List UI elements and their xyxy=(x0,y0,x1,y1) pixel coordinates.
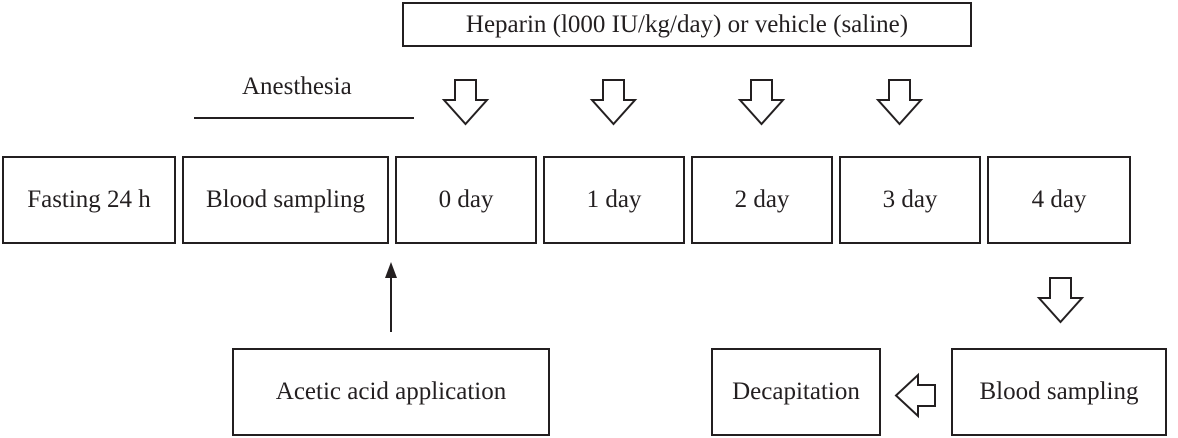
acetic-acid-arrowhead xyxy=(385,262,397,278)
anesthesia-label: Anesthesia xyxy=(242,73,352,100)
dose-arrow-day-3 xyxy=(875,79,924,126)
dose-arrow-day-0 xyxy=(441,79,490,126)
step-label: 3 day xyxy=(882,186,938,213)
followup-arrow-down xyxy=(1036,277,1085,324)
step-label: Blood sampling xyxy=(205,186,366,213)
step-day-0: 0 day xyxy=(395,156,537,244)
step-fasting: Fasting 24 h xyxy=(2,156,176,244)
step-label: 4 day xyxy=(1031,186,1087,213)
step-blood-sampling: Blood sampling xyxy=(182,156,389,244)
treatment-box: Heparin (l000 IU/kg/day) or vehicle (sal… xyxy=(402,2,972,47)
step-label: 1 day xyxy=(586,186,642,213)
followup-arrow-left xyxy=(894,372,936,419)
step-label: 2 day xyxy=(734,186,790,213)
treatment-label: Heparin (l000 IU/kg/day) or vehicle (sal… xyxy=(465,10,909,38)
step-label: Fasting 24 h xyxy=(27,186,151,213)
dose-arrow-day-1 xyxy=(589,79,638,126)
step-label: 0 day xyxy=(438,186,494,213)
step-day-1: 1 day xyxy=(543,156,685,244)
final-blood-sampling-label: Blood sampling xyxy=(979,378,1139,405)
step-day-3: 3 day xyxy=(839,156,981,244)
step-day-4: 4 day xyxy=(987,156,1131,244)
acetic-acid-box: Acetic acid application xyxy=(232,348,550,436)
final-blood-sampling-box: Blood sampling xyxy=(951,348,1167,436)
decapitation-label: Decapitation xyxy=(732,378,860,405)
dose-arrow-day-2 xyxy=(737,79,786,126)
acetic-acid-label: Acetic acid application xyxy=(275,378,507,405)
step-day-2: 2 day xyxy=(691,156,833,244)
decapitation-box: Decapitation xyxy=(711,348,881,436)
